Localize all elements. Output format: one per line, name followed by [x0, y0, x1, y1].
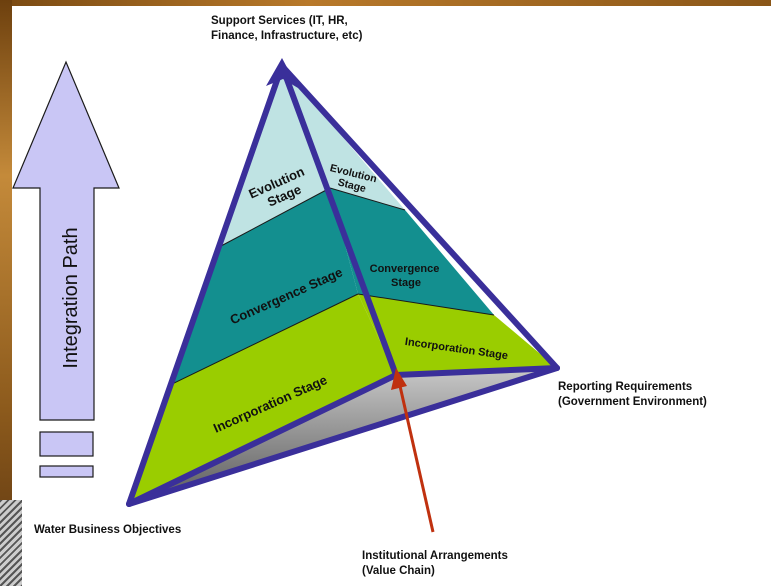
edge-base-left [126, 372, 399, 507]
arrow-tail-block-small [39, 465, 94, 478]
corner-decoration [0, 500, 22, 586]
right-face-convergence-band [330, 188, 494, 315]
background-stripe-top [0, 0, 771, 6]
boundary-line-right-upper [329, 187, 406, 211]
edge-apex-front [279, 63, 399, 378]
edge-apex-left [126, 63, 285, 507]
apex-label: Support Services (IT, HR, Finance, Infra… [211, 15, 363, 42]
right-corner-label: Reporting Requirements (Government Envir… [558, 381, 707, 408]
edge-base-right [393, 365, 560, 378]
boundary-line-left-upper [220, 187, 331, 247]
right-convergence-line-2: Stage [391, 277, 421, 289]
arrow-tail-block-large [39, 431, 94, 457]
right-convergence-line-1: Convergence [370, 263, 440, 275]
right-face-incorporation-band [358, 294, 557, 375]
left-corner-label: Water Business Objectives [34, 524, 182, 536]
background-stripe-left [0, 0, 12, 586]
right-convergence-label: Convergence Stage [370, 263, 443, 289]
integration-path-arrow [12, 60, 120, 421]
institutional-pointer-line [398, 385, 435, 533]
apex-arrowhead [266, 58, 298, 88]
institutional-pointer-head [391, 368, 407, 390]
boundary-line-right-lower [357, 293, 495, 316]
boundary-line-left-lower [169, 293, 359, 386]
left-face-convergence-band [170, 188, 358, 385]
edge-apex-right [279, 63, 560, 371]
bottom-corner-label: Institutional Arrangements (Value Chain) [362, 550, 508, 577]
left-face-incorporation-band [129, 294, 396, 504]
left-face-evolution-band [221, 66, 330, 246]
integration-path-label: Integration Path [60, 227, 82, 368]
pyramid-edges [126, 63, 560, 507]
edge-base-back [126, 365, 560, 507]
